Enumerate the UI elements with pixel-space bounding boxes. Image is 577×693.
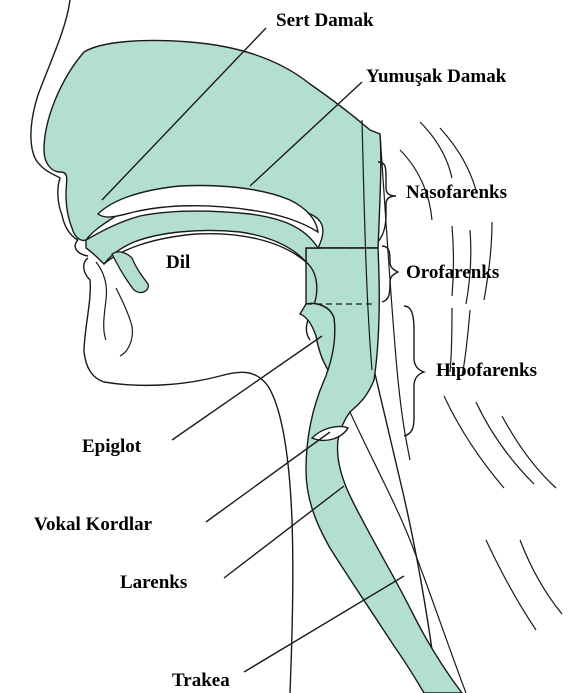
spine-contour-10 — [476, 402, 534, 484]
label-epiglot: Epiglot — [82, 436, 142, 457]
spine-contour-2 — [420, 122, 452, 178]
label-vokal-kordlar: Vokal Kordlar — [34, 514, 153, 535]
label-trakea: Trakea — [172, 670, 230, 691]
label-hipofarenks: Hipofarenks — [436, 360, 537, 381]
hipofarenks-brace — [404, 306, 424, 436]
spine-contour-4 — [452, 226, 454, 296]
label-larenks: Larenks — [120, 572, 187, 593]
label-yumusak-damak: Yumuşak Damak — [366, 66, 507, 87]
label-orofarenks: Orofarenks — [406, 262, 499, 283]
spine-contour-11 — [502, 416, 556, 488]
spine-contour-9 — [444, 396, 504, 488]
lower-jaw-inner — [116, 288, 132, 356]
teeth-upper — [96, 262, 107, 340]
teeth-lower — [112, 252, 148, 293]
label-nasofarenks: Nasofarenks — [406, 182, 507, 203]
spine-contour-13 — [520, 540, 562, 614]
spine-contour-12 — [486, 540, 536, 630]
chin-outline — [84, 258, 293, 693]
label-dil: Dil — [166, 252, 190, 273]
epiglot-leader — [172, 336, 322, 440]
epiglottis-shape — [300, 304, 335, 370]
label-sert-damak: Sert Damak — [276, 10, 374, 31]
spine-contour-6 — [484, 222, 492, 300]
